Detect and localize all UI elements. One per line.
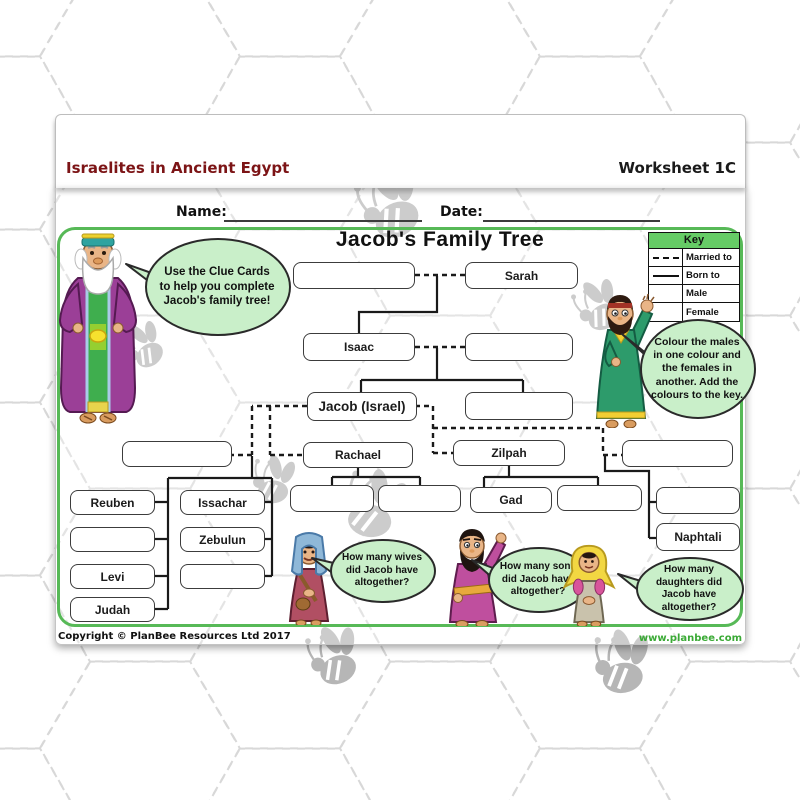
born-to-line-sample [649, 267, 683, 284]
tree-box-sarah: Sarah [465, 262, 578, 289]
date-line [483, 202, 660, 222]
tree-box-issachar: Issachar [180, 490, 265, 515]
tree-box-naphtali: Naphtali [656, 523, 740, 551]
tree-box-gad: Gad [470, 487, 552, 513]
tree-box-levi: Levi [70, 564, 155, 589]
clue-bubble-text: Use the Clue Cards to help you complete … [159, 266, 275, 308]
worksheet-header-band [55, 114, 746, 188]
sons-bubble-text: How many sons did Jacob have altogether? [499, 561, 577, 598]
tree-box-judah: Judah [70, 597, 155, 622]
wives-speech-bubble: How many wives did Jacob have altogether… [311, 538, 436, 604]
key-title: Key [649, 233, 739, 249]
tree-box-empty-brother-of-jacob [465, 392, 573, 420]
name-line [224, 202, 422, 222]
key-row-male: Male [649, 285, 739, 303]
female-colour-sample [649, 303, 683, 321]
tree-box-empty-son-3 [290, 485, 374, 512]
green-man-character [595, 293, 655, 428]
worksheet-number: Worksheet 1C [618, 159, 736, 177]
copyright-text: Copyright © PlanBee Resources Ltd 2017 [58, 631, 291, 642]
tree-box-reuben: Reuben [70, 490, 155, 515]
key-legend: Key Married to Born to Male Female [648, 232, 740, 322]
daughters-speech-bubble: How many daughters did Jacob have altoge… [617, 556, 744, 622]
old-man-character [58, 233, 138, 424]
clue-speech-bubble: Use the Clue Cards to help you complete … [125, 236, 292, 338]
tree-box-empty-son-4 [378, 485, 461, 512]
colour-bubble-text: Colour the males in one colour and the f… [651, 336, 743, 401]
date-label: Date: [440, 204, 483, 220]
website-text: www.planbee.com [638, 633, 742, 644]
colour-bubble-shape [621, 319, 756, 419]
tree-box-isaac: Isaac [303, 333, 415, 361]
tree-box-rachael: Rachael [303, 442, 413, 468]
tree-box-empty-wife-4 [622, 440, 733, 467]
tree-box-empty-husband-of-sarah [293, 262, 415, 289]
key-row-female: Female [649, 303, 739, 321]
daughters-bubble-shape [617, 557, 744, 621]
wives-bubble-text: How many wives did Jacob have altogether… [341, 552, 423, 589]
tree-box-empty-son-1 [70, 527, 155, 552]
tree-box-zebulun: Zebulun [180, 527, 265, 552]
tree-box-jacob: Jacob (Israel) [307, 392, 417, 421]
colour-speech-bubble: Colour the males in one colour and the f… [621, 318, 756, 420]
woman-character [288, 532, 330, 625]
page-title: Jacob's Family Tree [335, 228, 545, 251]
girl-character [562, 544, 616, 626]
tree-box-empty-wife-of-isaac [465, 333, 573, 361]
clue-bubble-shape [125, 238, 291, 336]
name-label: Name: [176, 204, 227, 220]
tree-box-empty-son-5 [557, 485, 642, 511]
tree-box-empty-son-6 [656, 487, 740, 514]
tree-box-zilpah: Zilpah [453, 440, 565, 466]
tree-box-empty-son-2 [180, 564, 265, 589]
activity-frame [57, 227, 743, 627]
daughters-bubble-text: How many daughters did Jacob have altoge… [655, 564, 723, 613]
married-to-line-sample [649, 249, 683, 266]
wives-bubble-shape [311, 539, 436, 603]
unit-title: Israelites in Ancient Egypt [66, 159, 290, 177]
tree-box-empty-wife-1 [122, 441, 232, 467]
male-colour-sample [649, 285, 683, 302]
key-row-born: Born to [649, 267, 739, 285]
key-row-married: Married to [649, 249, 739, 267]
